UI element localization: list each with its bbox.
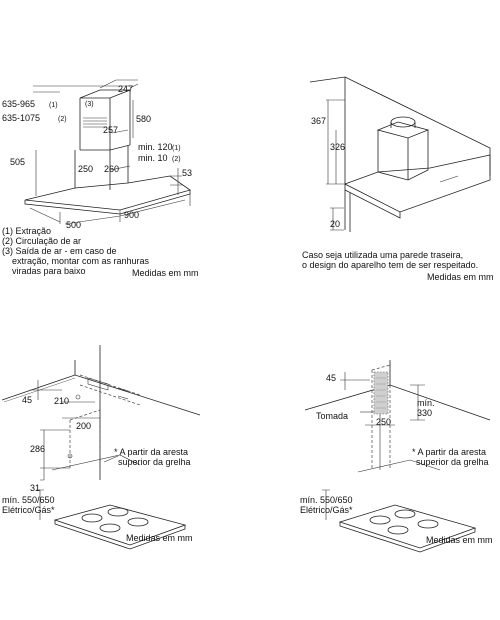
units-label: Medidas em mm — [426, 535, 493, 545]
burner-icon — [369, 509, 439, 535]
units-label: Medidas em mm — [427, 272, 494, 282]
screw-icon — [67, 394, 81, 459]
dim-200: 200 — [76, 421, 91, 431]
panel-mounting: 45 210 200 286 31 * A partir da aresta s… — [1, 345, 201, 550]
dim-367: 367 — [311, 116, 326, 126]
dim-45: 45 — [326, 373, 336, 383]
dim-326: 326 — [330, 142, 345, 152]
dim-635-1075: 635-1075 — [2, 113, 40, 123]
dim-sup-1b: (1) — [172, 145, 181, 152]
dim-250: 250 — [78, 164, 93, 174]
grid-note-1: * A partir da aresta — [114, 447, 188, 457]
min-distance-1: mín. 550/650 — [300, 495, 353, 505]
dim-45: 45 — [22, 395, 32, 405]
dim-286: 286 — [30, 444, 45, 454]
socket-zone — [373, 371, 389, 415]
grid-note-2: superior da grelha — [118, 457, 191, 467]
legend-line-2: (2) Circulação de ar — [2, 236, 81, 246]
back-wall-note-2: o design do aparelho tem de ser respeita… — [302, 260, 478, 270]
panel-hood-dimensions: 247 635-965 (1) 635-1075 (2) (3) 257 580… — [2, 79, 199, 278]
dim-sup-2b: (2) — [172, 156, 181, 163]
dim-900: 900 — [124, 210, 139, 220]
back-wall-note-1: Caso seja utilizada uma parede traseira, — [302, 250, 463, 260]
dim-505: 505 — [10, 157, 25, 167]
dim-260: 260 — [104, 164, 119, 174]
dim-500: 500 — [66, 220, 81, 230]
legend-line-4: extração, montar com as ranhuras — [12, 256, 150, 266]
panel-socket: 45 Tomada 250 mín. 330 * A partir da are… — [300, 360, 493, 553]
dim-sup-1: (1) — [49, 102, 58, 109]
min-distance-1: mín. 550/650 — [2, 495, 55, 505]
grid-note-1: * A partir da aresta — [412, 447, 486, 457]
min-distance-2: Elétrico/Gás* — [2, 505, 55, 515]
grid-note-2: superior da grelha — [416, 457, 489, 467]
legend-line-3: (3) Saída de ar - em caso de — [2, 246, 117, 256]
dim-31: 31 — [30, 483, 40, 493]
legend-line-5: viradas para baixo — [12, 266, 86, 276]
socket-label: Tomada — [316, 411, 348, 421]
dim-250: 250 — [376, 417, 391, 427]
dim-20: 20 — [330, 219, 340, 229]
dim-53: 53 — [182, 168, 192, 178]
dim-min: mín. — [417, 398, 435, 408]
dim-257: 257 — [103, 125, 118, 135]
min-distance-2: Elétrico/Gás* — [300, 505, 353, 515]
dim-635-965: 635-965 — [2, 99, 35, 109]
units-label: Medidas em mm — [126, 533, 193, 543]
dim-247: 247 — [118, 84, 133, 94]
dim-sup-2: (2) — [58, 116, 67, 123]
dim-210: 210 — [54, 396, 69, 406]
dim-330: 330 — [417, 408, 432, 418]
panel-back-wall: 367 326 20 Caso seja utilizada uma pared… — [302, 76, 494, 282]
units-label: Medidas em mm — [132, 268, 199, 278]
legend-line-1: (1) Extração — [2, 226, 51, 236]
dim-min-10: min. 10 — [138, 153, 168, 163]
burner-icon — [81, 507, 149, 533]
dim-sup-3: (3) — [85, 101, 94, 108]
dim-min-120: min. 120 — [138, 142, 173, 152]
dim-580: 580 — [136, 114, 151, 124]
